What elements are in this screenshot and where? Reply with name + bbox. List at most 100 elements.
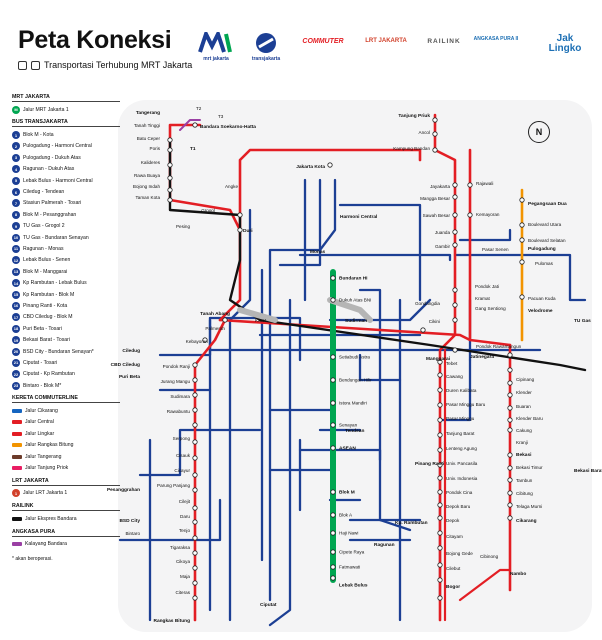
station-dot[interactable] — [167, 187, 173, 193]
station-dot[interactable] — [192, 535, 198, 541]
station-dot[interactable] — [192, 455, 198, 461]
ap-legend-item: Kalayang Bandara — [12, 539, 120, 550]
kalayang-line — [179, 119, 201, 131]
station-dot[interactable] — [437, 402, 443, 408]
station-dot[interactable] — [237, 227, 243, 233]
station-dot[interactable] — [167, 197, 173, 203]
station-dot[interactable] — [192, 505, 198, 511]
station-dot[interactable] — [330, 400, 336, 406]
station-dot[interactable] — [507, 392, 513, 398]
transjakarta-route — [208, 316, 302, 362]
station-dot[interactable] — [437, 417, 443, 423]
station-dot[interactable] — [192, 362, 198, 368]
station-dot[interactable] — [507, 515, 513, 521]
station-dot[interactable] — [437, 387, 443, 393]
station-dot[interactable] — [452, 229, 458, 235]
station-dot[interactable] — [507, 417, 513, 423]
station-dot[interactable] — [432, 117, 438, 123]
station-dot[interactable] — [330, 275, 336, 281]
station-dot[interactable] — [437, 515, 443, 521]
station-dot[interactable] — [452, 287, 458, 293]
legend-item-label: Ciputat - Kp Rambutan — [23, 371, 75, 378]
station-dot[interactable] — [452, 212, 458, 218]
station-dot[interactable] — [452, 242, 458, 248]
station-dot[interactable] — [437, 462, 443, 468]
station-dot[interactable] — [437, 530, 443, 536]
station-dot[interactable] — [432, 131, 438, 137]
station-dot[interactable] — [192, 122, 198, 128]
station-dot[interactable] — [192, 392, 198, 398]
station-dot[interactable] — [192, 519, 198, 525]
station-dot[interactable] — [519, 259, 525, 265]
station-dot[interactable] — [507, 367, 513, 373]
station-dot[interactable] — [330, 564, 336, 570]
station-dot[interactable] — [437, 595, 443, 601]
station-dot[interactable] — [437, 432, 443, 438]
station-dot[interactable] — [192, 487, 198, 493]
station-dot[interactable] — [330, 445, 336, 451]
station-dot[interactable] — [330, 512, 336, 518]
station-dot[interactable] — [507, 465, 513, 471]
station-dot[interactable] — [467, 212, 473, 218]
station-dot[interactable] — [327, 162, 333, 168]
station-dot[interactable] — [507, 477, 513, 483]
station-dot[interactable] — [330, 377, 336, 383]
station-dot[interactable] — [222, 317, 228, 323]
station-dot[interactable] — [192, 550, 198, 556]
station-dot[interactable] — [507, 427, 513, 433]
station-dot[interactable] — [437, 577, 443, 583]
station-dot[interactable] — [330, 422, 336, 428]
station-dot[interactable] — [507, 405, 513, 411]
station-dot[interactable] — [437, 447, 443, 453]
station-dot[interactable] — [192, 565, 198, 571]
station-dot[interactable] — [437, 359, 443, 365]
station-dot[interactable] — [167, 162, 173, 168]
legend-item-label: Jalur Lingkar — [25, 430, 55, 437]
station-dot[interactable] — [192, 439, 198, 445]
station-dot[interactable] — [437, 475, 443, 481]
station-dot[interactable] — [519, 237, 525, 243]
station-dot[interactable] — [432, 147, 438, 153]
station-dot[interactable] — [519, 294, 525, 300]
station-dot[interactable] — [167, 137, 173, 143]
station-dot[interactable] — [330, 549, 336, 555]
station-dot[interactable] — [192, 377, 198, 383]
station-dot[interactable] — [192, 580, 198, 586]
station-dot[interactable] — [452, 302, 458, 308]
station-dot[interactable] — [202, 337, 208, 343]
station-dot[interactable] — [330, 575, 336, 581]
station-dot[interactable] — [192, 595, 198, 601]
station-dot[interactable] — [192, 422, 198, 428]
station-dot[interactable] — [330, 354, 336, 360]
station-dot[interactable] — [507, 380, 513, 386]
station-dot[interactable] — [437, 372, 443, 378]
station-dot[interactable] — [507, 452, 513, 458]
station-dot[interactable] — [519, 197, 525, 203]
station-dot[interactable] — [192, 472, 198, 478]
station-dot[interactable] — [437, 489, 443, 495]
station-dot[interactable] — [437, 562, 443, 568]
station-dot[interactable] — [330, 297, 336, 303]
station-dot[interactable] — [167, 175, 173, 181]
station-dot[interactable] — [192, 407, 198, 413]
station-dot[interactable] — [452, 182, 458, 188]
station-dot[interactable] — [519, 222, 525, 228]
station-dot[interactable] — [420, 327, 426, 333]
station-dot[interactable] — [507, 352, 513, 358]
station-dot[interactable] — [237, 212, 243, 218]
station-label: Pacuan Kuda — [528, 296, 556, 301]
legend-item-label: BSD City - Bundaran Senayan* — [23, 348, 94, 355]
station-dot[interactable] — [330, 489, 336, 495]
station-label: Pasar Minggu — [446, 416, 475, 421]
station-dot[interactable] — [437, 545, 443, 551]
station-dot[interactable] — [452, 347, 458, 353]
station-dot[interactable] — [452, 194, 458, 200]
station-dot[interactable] — [467, 182, 473, 188]
station-dot[interactable] — [452, 317, 458, 323]
station-dot[interactable] — [167, 147, 173, 153]
station-dot[interactable] — [437, 502, 443, 508]
station-dot[interactable] — [507, 490, 513, 496]
station-dot[interactable] — [330, 530, 336, 536]
station-dot[interactable] — [507, 502, 513, 508]
